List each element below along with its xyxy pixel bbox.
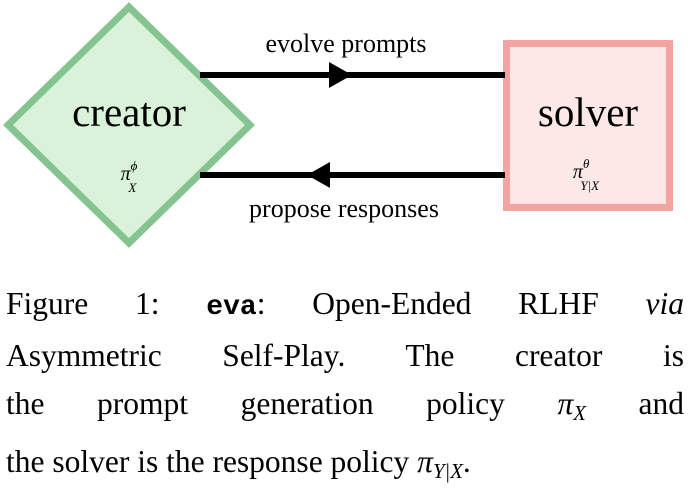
solver-node-label: solver <box>538 89 639 135</box>
creator-node-label: creator <box>72 89 186 135</box>
caption-line-4-text-a: the solver is the response policy <box>6 443 418 479</box>
caption-line-3-text-a: the prompt generation policy <box>6 386 558 421</box>
caption-method-name: eva <box>206 292 257 323</box>
caption-line-2: Asymmetric Self-Play. The creator is <box>6 332 684 380</box>
caption-pi-yx-symbol: πY|X <box>417 443 463 483</box>
caption-title-text: : Open-Ended RLHF <box>256 286 646 321</box>
caption-line-1: Figure 1: eva: Open-Ended RLHF via <box>6 280 684 332</box>
caption-via-italic: via <box>645 286 684 321</box>
caption-line-2-text: Asymmetric Self-Play. The creator is <box>6 338 684 373</box>
caption-pi-x-subscript: X <box>573 401 586 425</box>
creator-node-shape <box>2 2 256 248</box>
edge-propose-responses-arrowhead <box>307 162 330 188</box>
edge-propose-responses-label: propose responses <box>249 194 439 223</box>
caption-line-3: the prompt generation policy πX and <box>6 380 684 438</box>
caption-pi-x-symbol: πX <box>557 386 585 425</box>
caption-line-4: the solver is the response policy πY|X. <box>6 438 684 496</box>
figure-caption: Figure 1: eva: Open-Ended RLHF via Asymm… <box>6 280 684 496</box>
caption-pi-yx-base: π <box>417 443 433 479</box>
caption-pi-yx-subscript: Y|X <box>432 459 463 483</box>
caption-figure-number: Figure 1: <box>6 286 207 321</box>
caption-pi-x-base: π <box>557 386 574 421</box>
edge-evolve-prompts-label: evolve prompts <box>265 29 426 58</box>
caption-line-3-text-b: and <box>585 386 685 421</box>
solver-node-shape <box>503 40 673 211</box>
caption-line-4-text-b: . <box>462 443 471 479</box>
edge-evolve-prompts-arrowhead <box>329 62 352 88</box>
